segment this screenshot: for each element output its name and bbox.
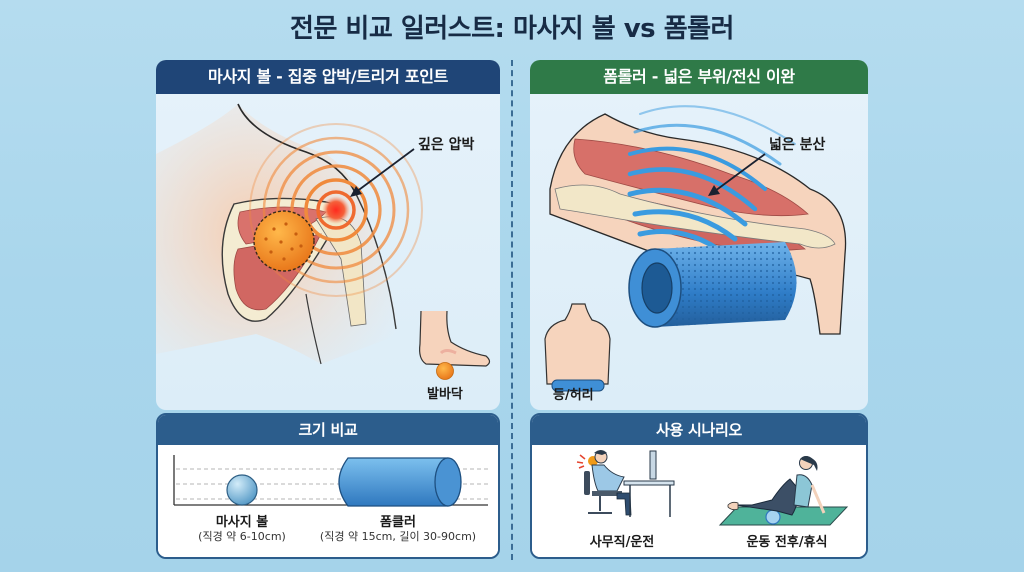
- massage-ball-size-icon: [226, 474, 258, 506]
- pressure-point-icon: [322, 196, 350, 224]
- office-driving-label: 사무직/운전: [589, 535, 655, 550]
- usage-scenarios-panel: 사용 시나리오: [530, 413, 868, 559]
- shoulder-anatomy-icon: [156, 103, 491, 380]
- callout-arrow-icon: [714, 153, 766, 192]
- foam-roller-size-name: 폼클러: [380, 515, 416, 530]
- usage-scenarios-header: 사용 시나리오: [532, 415, 866, 445]
- desk-worker-icon: [576, 450, 675, 517]
- usage-scenarios-body: 사무직/운전 운동 전후/휴식: [532, 445, 866, 557]
- massage-ball-size-name: 마사지 볼: [215, 515, 269, 530]
- back-with-roller-icon: [544, 303, 611, 392]
- foot-with-ball-icon: [419, 310, 491, 380]
- deep-pressure-callout: 깊은 압박: [418, 137, 475, 153]
- massage-ball-panel-header: 마사지 볼 - 집중 압박/트리거 포인트: [156, 60, 500, 94]
- wide-distribution-callout: 넓은 분산: [769, 137, 826, 153]
- foam-roller-panel-header: 폼롤러 - 넓은 부위/전신 이완: [530, 60, 868, 94]
- foam-roller-size-icon: [338, 457, 462, 507]
- size-comparison-body: 마사지 볼 (직경 약 6-10cm) 폼클러 (직경 약 15cm, 길이 3…: [158, 445, 498, 557]
- callout-arrow-icon: [355, 148, 415, 193]
- foam-roller-size-detail: (직경 약 15cm, 길이 30-90cm): [319, 530, 477, 543]
- center-divider: [511, 60, 513, 560]
- foam-rolling-person-icon: [718, 456, 849, 526]
- spiky-massage-ball-icon: [253, 210, 315, 272]
- massage-ball-illustration: 깊은 압박 발바닥: [156, 94, 500, 410]
- back-waist-label: 등/허리: [553, 388, 594, 403]
- sole-label: 발바닥: [427, 387, 463, 402]
- foam-roller-panel: 폼롤러 - 넓은 부위/전신 이완: [530, 60, 868, 410]
- foam-roller-icon: [628, 242, 797, 328]
- pressure-rings-icon: [249, 123, 423, 297]
- size-comparison-header: 크기 비교: [158, 415, 498, 445]
- scenarios-icon: [576, 450, 849, 526]
- size-chart-icon: [173, 455, 488, 507]
- page-title: 전문 비교 일러스트: 마사지 볼 vs 폼롤러: [290, 14, 734, 44]
- massage-ball-size-detail: (직경 약 6-10cm): [198, 530, 286, 543]
- size-comparison-panel: 크기 비교 마사지 볼 (직경 약 6-10cm) 폼클러 (직경 약 15cm…: [156, 413, 500, 559]
- massage-ball-panel: 마사지 볼 - 집중 압박/트리거 포인트: [156, 60, 500, 410]
- exercise-rest-label: 운동 전후/휴식: [746, 535, 828, 550]
- foam-roller-illustration: 넓은 분산 등/허리: [530, 94, 868, 410]
- thigh-anatomy-icon: [544, 105, 847, 392]
